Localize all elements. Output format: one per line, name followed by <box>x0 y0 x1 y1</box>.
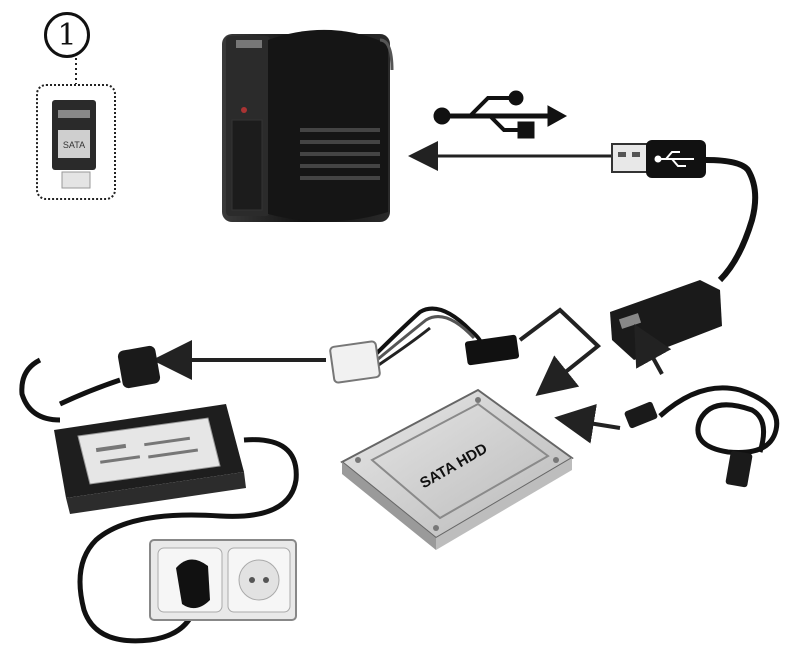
usb-plug-icon <box>611 140 706 178</box>
inset-connector-label: SATA <box>63 140 85 150</box>
adapter-port-arrow <box>634 324 672 375</box>
power-supply-icon <box>19 345 246 514</box>
step-number: 1 <box>57 17 77 53</box>
data-cable-to-hdd-arrow <box>554 404 621 444</box>
sata-data-cable-icon <box>624 385 780 488</box>
sata-hdd-icon: SATA HDD <box>340 388 574 550</box>
power-to-hdd-arrow <box>518 307 602 396</box>
sata-connector-inset <box>36 84 116 200</box>
molex-sata-power-adapter-icon <box>329 306 520 384</box>
sata-connector-icon: SATA <box>52 100 96 189</box>
wall-outlet-icon <box>149 539 297 621</box>
usb-cable <box>705 157 759 283</box>
usb-symbol-icon <box>433 90 568 139</box>
power-cord <box>77 437 299 644</box>
usb-sata-adapter-icon <box>610 280 722 360</box>
step-number-badge: 1 <box>44 12 90 58</box>
computer-tower-icon <box>222 29 394 222</box>
